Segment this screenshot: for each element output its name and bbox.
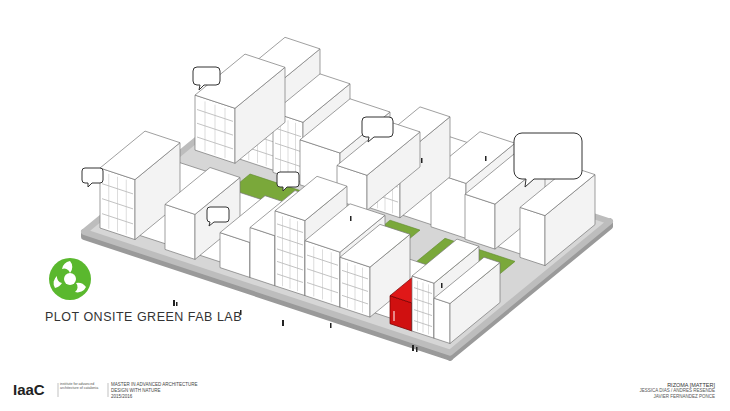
credit-text: institute for advanced architecture of c… [60, 383, 100, 391]
window-line [313, 247, 314, 297]
credit-text: MASTER IN ADVANCED ARCHITECTURE [111, 383, 197, 388]
window-line [282, 216, 283, 286]
building-roof [340, 224, 410, 267]
window-line [394, 311, 395, 321]
window-line [347, 263, 348, 308]
credit-text: RIZOMA [MATTER] [667, 382, 715, 388]
credit-text: JAVIER FERNANDEZ PONCE [654, 395, 715, 400]
window-line [225, 108, 226, 158]
building-roof [434, 257, 500, 303]
credit-text: JESSICA DIAS / ANDRES RESENDE [639, 389, 715, 394]
credit-text: IaaC [13, 382, 45, 399]
window-line [215, 105, 216, 155]
plot-title: PLOT ONSITE GREEN FAB LAB [45, 311, 242, 325]
window-line [126, 180, 127, 235]
window-line [417, 281, 418, 331]
building-front [340, 257, 370, 317]
building-roof [100, 131, 180, 180]
credit-text: DESIGN WITH NATURE [111, 389, 160, 394]
buildings [100, 37, 595, 343]
window-line [331, 252, 332, 302]
window-line [423, 283, 424, 333]
window-line [297, 221, 298, 291]
building-front [412, 276, 434, 338]
credit-text: 2015/2016 [111, 395, 132, 400]
building-front [520, 207, 545, 265]
window-line [205, 101, 206, 151]
speech-bubbles [82, 67, 582, 226]
iaac-mark [58, 383, 108, 397]
building-front [275, 211, 305, 296]
building-roof [165, 168, 240, 215]
window-line [355, 265, 356, 310]
window-line [322, 249, 323, 299]
window-line [428, 284, 429, 334]
window-line [290, 219, 291, 289]
window-line [362, 268, 363, 313]
window-line [108, 174, 109, 229]
window-line [288, 120, 289, 175]
building-front [100, 168, 135, 240]
green-fab-lab-logo [49, 258, 91, 300]
building-front [434, 298, 450, 343]
window-line [295, 123, 296, 178]
building-front [250, 228, 275, 286]
window-line [117, 177, 118, 232]
